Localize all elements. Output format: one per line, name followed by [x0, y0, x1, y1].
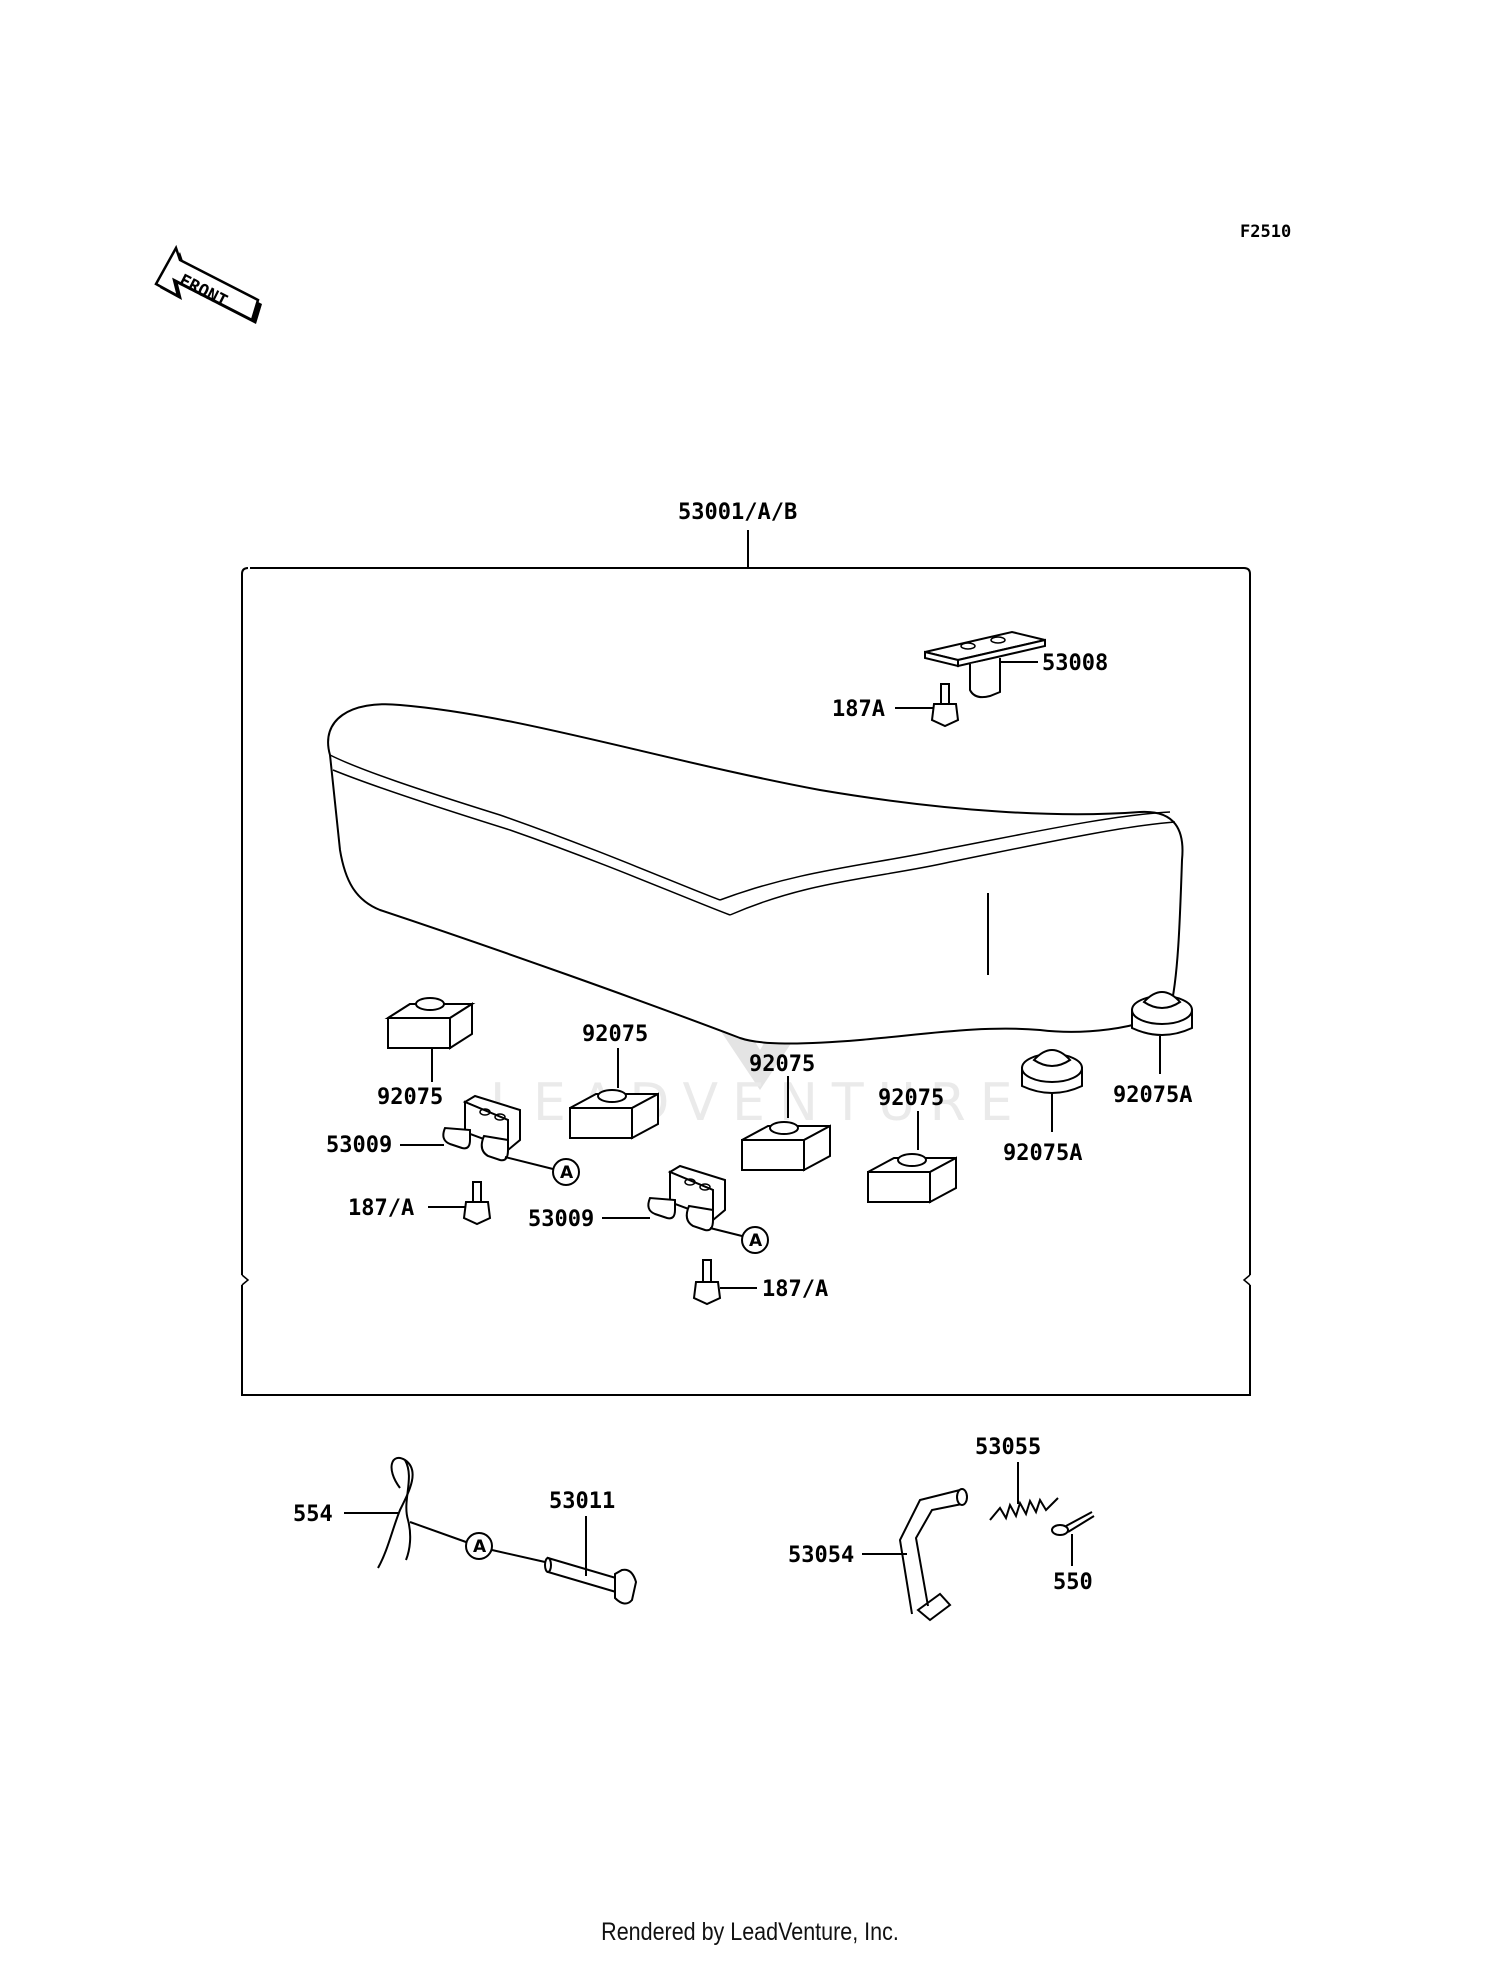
diagram-code: F2510: [1240, 222, 1291, 242]
rod-53054: [862, 1488, 968, 1622]
footer-credit: Rendered by LeadVenture, Inc.: [601, 1918, 899, 1946]
seat-assembly-frame: [241, 530, 1251, 1396]
label-187A-mid: 187/A: [762, 1277, 828, 1302]
spring-53055: [989, 1462, 1059, 1521]
cap-92075A-mid: [1021, 1049, 1083, 1132]
hook-53008: [924, 630, 1046, 699]
label-53009-left: 53009: [326, 1133, 392, 1158]
svg-text:A: A: [749, 1231, 763, 1251]
label-seat-assy: 53001/A/B: [678, 500, 797, 525]
bolt-187A-top: [895, 683, 960, 728]
label-92075A-right: 92075A: [1113, 1083, 1192, 1108]
label-554: 554: [293, 1502, 333, 1527]
pin-554: A: [344, 1457, 546, 1569]
svg-text:A: A: [560, 1163, 574, 1183]
label-53011: 53011: [549, 1489, 615, 1514]
bolt-187A-left: [428, 1181, 492, 1226]
label-187A-left: 187/A: [348, 1196, 414, 1221]
bracket-53009-left: A: [400, 1094, 580, 1186]
pin-53011: [544, 1516, 638, 1605]
label-92075-right: 92075: [878, 1086, 944, 1111]
label-92075-mid2: 92075: [749, 1052, 815, 1077]
rubber-92075-mid2: [741, 1076, 831, 1172]
label-53055: 53055: [975, 1435, 1041, 1460]
svg-text:A: A: [473, 1537, 487, 1557]
rubber-92075-right: [867, 1111, 957, 1204]
rubber-92075-left: [384, 997, 476, 1082]
bracket-53009-mid: A: [602, 1164, 769, 1254]
label-92075-mid1: 92075: [582, 1022, 648, 1047]
label-92075A-mid: 92075A: [1003, 1141, 1082, 1166]
label-53009-mid: 53009: [528, 1207, 594, 1232]
label-187A-top: 187A: [832, 697, 885, 722]
cotter-pin-550: [1051, 1511, 1095, 1566]
label-53008: 53008: [1042, 651, 1108, 676]
label-53054: 53054: [788, 1543, 854, 1568]
seat-part: [327, 703, 1184, 1045]
bolt-187A-mid: [692, 1259, 757, 1306]
label-92075-left: 92075: [377, 1085, 443, 1110]
front-arrow-icon: FRONT: [154, 244, 262, 324]
label-550: 550: [1053, 1570, 1093, 1595]
rubber-92075-mid1: [569, 1048, 659, 1140]
cap-92075A-right: [1131, 991, 1193, 1074]
